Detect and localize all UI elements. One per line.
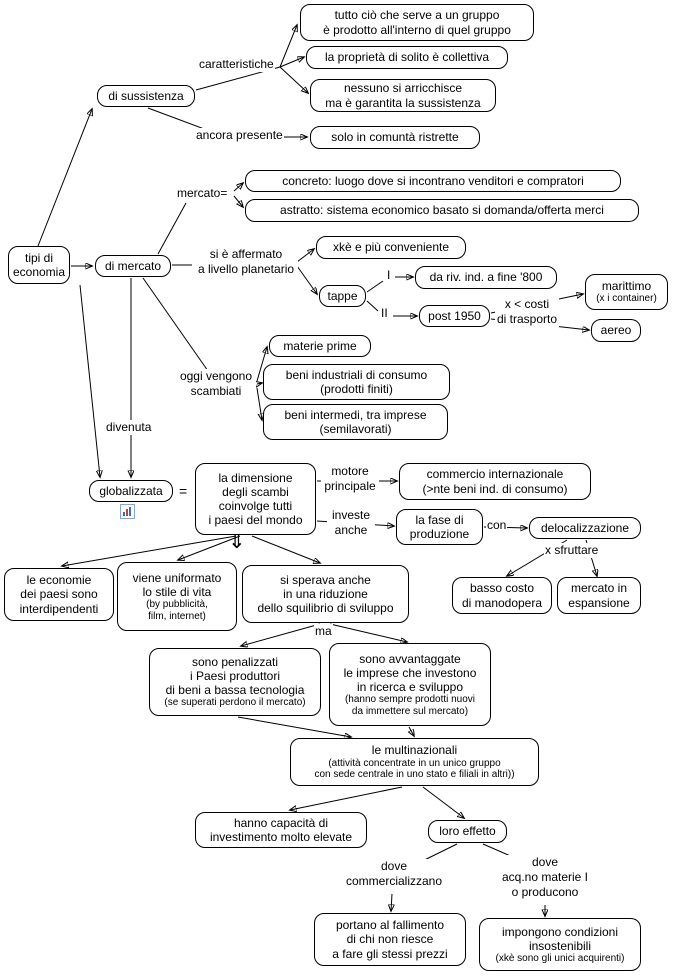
node-basso-costo-manodopera[interactable]: basso costo di manodopera — [452, 577, 552, 614]
node-mercato-astratto[interactable]: astratto: sistema economico basato si do… — [245, 199, 639, 222]
node-condizioni-insostenibili[interactable]: impongono condizioni insostenibili(xkè s… — [479, 918, 641, 971]
label-x-sfruttare: x sfruttare — [544, 543, 600, 558]
node-paesi-penalizzati[interactable]: sono penalizzati i Paesi produttori di b… — [149, 648, 321, 716]
node-tappe[interactable]: tappe — [319, 285, 366, 307]
node-globalizzata[interactable]: globalizzata — [89, 480, 173, 502]
label-dove-acquistano: dove acq.no materie I o producono — [497, 855, 593, 900]
node-mercato-espansione[interactable]: mercato in espansione — [557, 577, 641, 614]
label-caratteristiche: caratteristiche — [198, 57, 275, 72]
node-aereo[interactable]: aereo — [591, 319, 641, 342]
node-comunita-ristrette[interactable]: solo in comuntà ristrette — [310, 126, 480, 149]
node-di-mercato[interactable]: di mercato — [95, 255, 171, 277]
node-materie-prime[interactable]: materie prime — [269, 335, 371, 357]
node-loro-effetto[interactable]: loro effetto — [428, 820, 507, 843]
node-imprese-avvantaggate[interactable]: sono avvantaggate le imprese che investo… — [329, 643, 491, 726]
label-mercato-uguale: mercato= — [176, 186, 229, 201]
label-investe-anche: investe anche — [327, 508, 375, 538]
label-tappa-2: II — [380, 306, 389, 321]
label-affermato-planetario: si è affermato a livello planetario — [194, 247, 298, 277]
node-commercio-internazionale[interactable]: commercio internazionale (>nte beni ind.… — [399, 463, 591, 500]
node-nessuno-si-arricchisce[interactable]: nessuno si arricchisce ma è garantita la… — [310, 79, 496, 112]
node-fallimento-concorrenti[interactable]: portano al fallimento di chi non riesce … — [314, 913, 466, 966]
label-costi-trasporto: x < costi di trasporto — [495, 297, 559, 327]
node-xke-conveniente[interactable]: xkè e più conveniente — [316, 236, 466, 259]
node-prodotto-interno-gruppo[interactable]: tutto ciò che serve a un gruppo è prodot… — [300, 4, 534, 41]
node-beni-industriali[interactable]: beni industriali di consumo (prodotti fi… — [263, 364, 450, 400]
label-ancora-presente: ancora presente — [195, 128, 284, 143]
node-marittimo[interactable]: marittimo(x i container) — [585, 274, 668, 310]
node-delocalizzazione[interactable]: delocalizzazione — [529, 517, 641, 539]
label-oggi-scambiati: oggi vengono scambiati — [176, 369, 256, 399]
resource-link-icon[interactable] — [120, 504, 135, 519]
label-motore-principale: motore principale — [321, 464, 379, 494]
node-proprieta-collettiva[interactable]: la proprietà di solito è collettiva — [306, 46, 508, 69]
label-divenuta: divenuta — [105, 420, 153, 435]
node-fase-produzione[interactable]: la fase di produzione — [396, 509, 483, 545]
node-capacita-investimento[interactable]: hanno capacità di investimento molto ele… — [195, 812, 367, 848]
node-riduzione-squilibrio[interactable]: si sperava anche in una riduzione dello … — [242, 565, 409, 623]
label-tappa-1: I — [386, 268, 392, 283]
label-ma: ma — [314, 624, 333, 639]
node-rivoluzione-industriale[interactable]: da riv. ind. a fine '800 — [415, 266, 557, 289]
label-con: con — [486, 518, 508, 533]
node-economie-interdipendenti[interactable]: le economie dei paesi sono interdipenden… — [4, 568, 114, 621]
node-dimensione-scambi[interactable]: la dimensione degli scambi coinvolge tut… — [195, 463, 316, 535]
node-mercato-concreto[interactable]: concreto: luogo dove si incontrano vendi… — [245, 170, 621, 192]
double-down-arrow-icon: ⇓ — [228, 530, 246, 553]
node-post-1950[interactable]: post 1950 — [419, 305, 490, 327]
node-stile-di-vita-uniformato[interactable]: viene uniformato lo stile di vita(by pub… — [117, 562, 237, 631]
node-tipi-di-economia[interactable]: tipi di economia — [8, 246, 70, 284]
label-uguale: = — [178, 483, 189, 501]
node-di-sussistenza[interactable]: di sussistenza — [97, 85, 195, 107]
node-multinazionali[interactable]: le multinazionali(attività concentrate i… — [290, 738, 539, 786]
node-beni-intermedi[interactable]: beni intermedi, tra imprese (semilavorat… — [263, 404, 448, 440]
label-dove-commercializzano: dove commercializzano — [336, 859, 452, 889]
